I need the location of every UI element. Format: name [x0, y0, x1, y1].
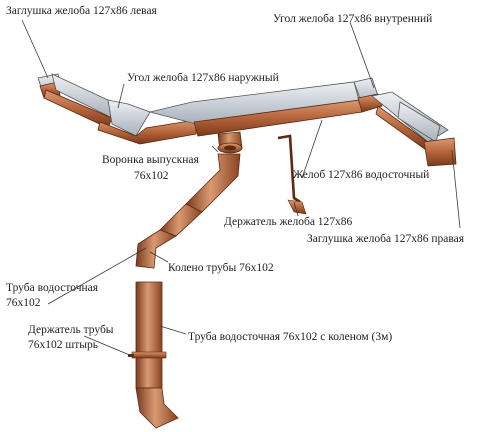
outlet-funnel [217, 131, 243, 154]
gutter-left-segment [43, 73, 113, 129]
leader-lines [21, 19, 461, 357]
outer-corner [97, 99, 197, 145]
label-pipe-line2: 76х102 [6, 297, 41, 309]
gutter-holder [277, 134, 307, 215]
label-end-cap-right: Заглушка желоба 127х86 правая [307, 233, 465, 245]
pipe-outlet-bend [135, 387, 179, 429]
label-gutter: Желоб 127х86 водосточный [293, 169, 429, 181]
label-end-cap-left: Заглушка желоба 127х86 левая [6, 5, 158, 17]
label-inner-corner: Угол желоба 127х86 внутренний [273, 13, 432, 25]
right-end-cap [397, 101, 457, 167]
label-elbow: Колено трубы 76х102 [168, 262, 274, 274]
label-outer-corner: Угол желоба 127х86 наружный [127, 72, 279, 84]
label-pipe-line1: Труба водосточная [6, 282, 99, 294]
pipe-holder-pin [128, 351, 167, 359]
downpipe-lower [135, 281, 163, 389]
label-pipe-holder-line2: 76х102 штырь [28, 339, 98, 351]
label-pipe-with-elbow: Труба водосточная 76х102 с коленом (3м) [188, 331, 392, 343]
pipe-elbow [135, 203, 203, 269]
label-pipe-holder-line1: Держатель трубы [28, 324, 114, 336]
label-gutter-holder: Держатель желоба 127х86 [224, 216, 353, 228]
label-funnel-line1: Воронка выпускная [102, 154, 199, 166]
label-funnel-line2: 76х102 [134, 170, 169, 182]
